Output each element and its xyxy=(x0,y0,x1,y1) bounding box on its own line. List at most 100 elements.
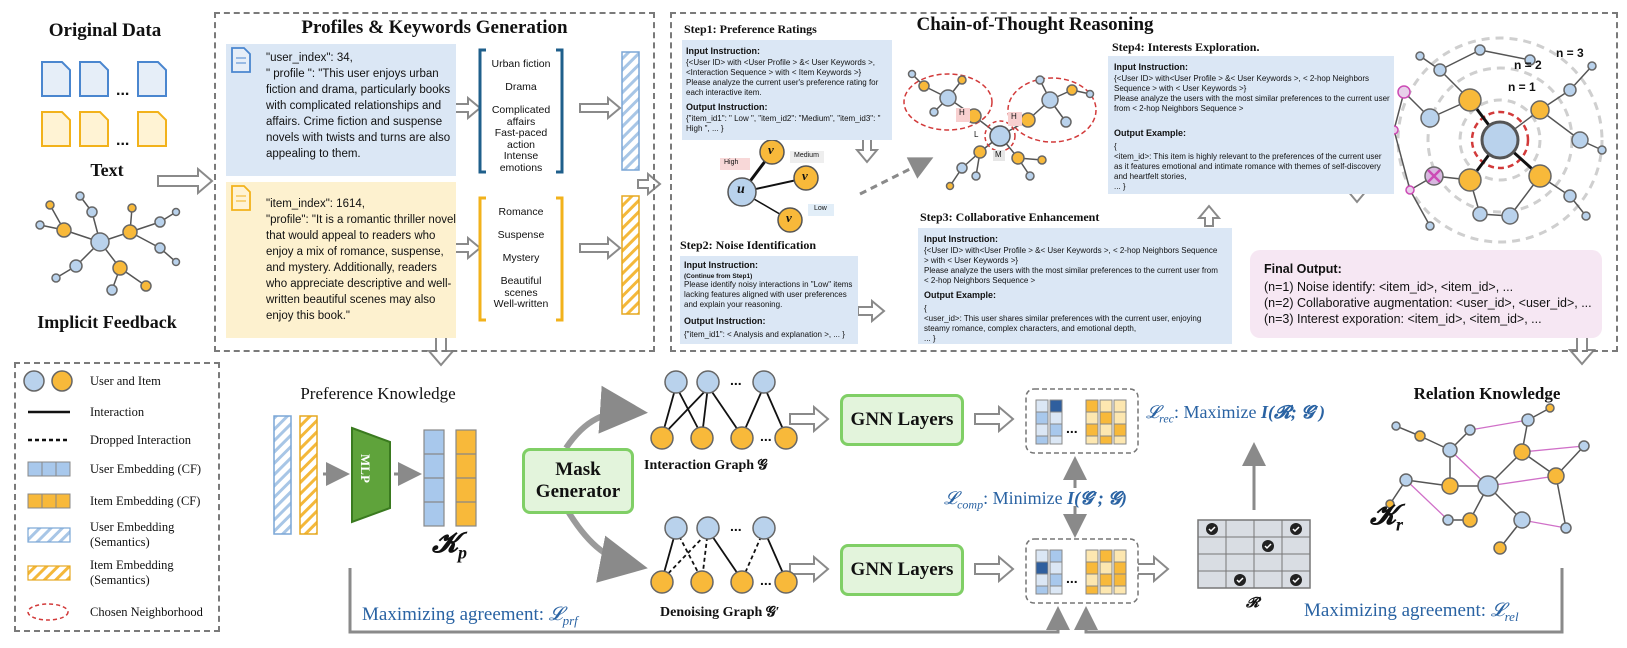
item-keyword: Well-written xyxy=(493,298,549,310)
step1-title: Step1: Preference Ratings xyxy=(684,22,817,36)
profiles-panel xyxy=(214,12,655,352)
final-output-line: (n=2) Collaborative augmentation: <user_… xyxy=(1264,296,1592,310)
step2-continue-note: (Continue from Step1) xyxy=(684,273,753,280)
lrec-text: 𝓛rec: Maximize I(𝓡; 𝓖′) xyxy=(1146,402,1325,427)
agreement-rel: Maximizing agreement: 𝓛rel xyxy=(1304,600,1519,625)
chosen-neighborhood-graph xyxy=(903,69,1097,191)
interaction-ellipsis-top: ... xyxy=(730,372,742,388)
ring-n3-label: n = 3 xyxy=(1556,46,1584,60)
item-semantic-embedding xyxy=(621,195,640,315)
step4-input-label: Input Instruction: xyxy=(1114,62,1188,72)
step2-box xyxy=(680,256,858,344)
legend-label: Interaction xyxy=(90,405,145,419)
lrec-symbol: 𝓛 xyxy=(1146,402,1160,422)
node-v1-label: v xyxy=(768,142,774,157)
gnn-bottom-ellipsis: ... xyxy=(1066,570,1078,586)
ring-n1-label: n = 1 xyxy=(1508,80,1536,94)
item-keyword: Beautiful scenes xyxy=(500,275,542,299)
denoising-graph-label: Denoising Graph 𝓖′ xyxy=(660,605,780,620)
item-keyword: Mystery xyxy=(502,252,540,264)
step4-box xyxy=(1108,56,1394,194)
item-keyword: Suspense xyxy=(497,229,545,241)
kp-subscript: p xyxy=(458,542,468,563)
final-output-box xyxy=(1250,250,1602,338)
mask-generator-label: Mask Generator xyxy=(535,459,621,502)
step4-input-text: {<User ID> with<User Profile > &< User K… xyxy=(1114,74,1390,113)
mlp-shape xyxy=(351,426,391,524)
step3-box xyxy=(918,228,1232,344)
implicit-feedback-nodes xyxy=(35,191,181,296)
step1-input-text: {<User ID> with <User Profile > &< User … xyxy=(686,58,879,97)
step2-output-text: {"item_id1": < Analysis and explanation … xyxy=(684,330,845,339)
document-icons xyxy=(41,61,167,147)
preference-knowledge-title: Preference Knowledge xyxy=(300,384,456,403)
profiles-title: Profiles & Keywords Generation xyxy=(301,17,568,38)
implicit-feedback-label: Implicit Feedback xyxy=(37,312,177,332)
user-keyword: Drama xyxy=(505,81,537,93)
relation-knowledge-graph xyxy=(1385,403,1590,555)
denoising-ellipsis-top: ... xyxy=(730,518,742,534)
user-semantic-embedding xyxy=(621,51,640,171)
step1-box xyxy=(682,40,892,140)
r-matrix-label: 𝓡 xyxy=(1246,596,1260,611)
item-semantic-embedding-2 xyxy=(299,415,318,535)
r-matrix xyxy=(1197,519,1311,589)
lcomp-expr: I(𝓖′; 𝓖) xyxy=(1067,488,1127,508)
item-doc-icon xyxy=(230,184,251,211)
denoising-graph xyxy=(650,516,798,594)
node-v2-label: v xyxy=(802,168,808,183)
step1-output-text: {"item_id1": " Low ", "item_id2": "Mediu… xyxy=(686,114,881,133)
kr-label: 𝓚r xyxy=(1370,500,1403,536)
agreement-prf-loss: 𝓛 xyxy=(548,604,563,625)
hollow-arrows xyxy=(157,95,1597,584)
user-keyword: Urban fiction xyxy=(491,58,551,70)
kr-subscript: r xyxy=(1396,514,1404,535)
step3-input-label: Input Instruction: xyxy=(924,234,998,244)
user-profile-text: "user_index": 34, " profile ": "This use… xyxy=(266,52,451,160)
agreement-prf: Maximizing agreement: 𝓛prf xyxy=(362,604,578,629)
user-keyword-list: Urban fiction Drama Complicated affairs … xyxy=(486,58,556,174)
user-keyword: Intense emotions xyxy=(499,150,543,174)
kp-label: 𝓚p xyxy=(432,528,467,564)
node-u-label: u xyxy=(737,182,745,197)
lrec-expr: I(𝓡; 𝓖′) xyxy=(1260,402,1325,422)
interaction-graph-label: Interaction Graph 𝓖 xyxy=(644,458,768,473)
lcomp-symbol: 𝓛 xyxy=(944,488,958,508)
step4-output-text: { <item_id>: This item is highly relevan… xyxy=(1114,142,1382,191)
mask-generator-box: Mask Generator xyxy=(522,448,634,514)
step3-output-text: { <user_id>: This user shares similar pr… xyxy=(924,304,1202,343)
low-tag: Low xyxy=(814,205,827,212)
high-tag: High xyxy=(724,159,739,166)
gnn-layers-top: GNN Layers xyxy=(840,394,964,446)
ring-n2-label: n = 2 xyxy=(1514,58,1542,72)
h-label-2: H xyxy=(1011,112,1017,121)
keyword-brackets xyxy=(478,48,564,322)
pref-embedding-stacks xyxy=(423,429,477,527)
legend-label: Chosen Neighborhood xyxy=(90,605,203,619)
h-label-1: H xyxy=(959,108,965,117)
step1-output-label: Output Instruction: xyxy=(686,102,768,112)
kp-symbol: 𝓚 xyxy=(432,528,459,559)
text-label: Text xyxy=(90,160,124,180)
step4-output-label: Output Example: xyxy=(1114,128,1187,138)
final-output-line: (n=3) Interest exporation: <item_id>, <i… xyxy=(1264,312,1542,326)
gnn-output-top xyxy=(1025,388,1139,454)
interaction-ellipsis-bottom: ... xyxy=(760,428,772,444)
step2-input-text: Please identify noisy interactions in "L… xyxy=(684,280,853,309)
step3-input-text: {<User ID> with<User Profile > &< User K… xyxy=(924,246,1218,285)
item-profile-box xyxy=(226,182,456,338)
step4-title: Step4: Interests Exploration. xyxy=(1112,40,1260,54)
step3-title: Step3: Collaborative Enhancement xyxy=(920,210,1100,224)
user-semantic-embedding-2 xyxy=(273,415,292,535)
cot-title: Chain-of-Thought Reasoning xyxy=(916,14,1154,35)
gnn-top-ellipsis: ... xyxy=(1066,420,1078,436)
gnn-output-bottom xyxy=(1025,538,1139,604)
step2-title: Step2: Noise Identification xyxy=(680,238,816,252)
lcomp-sub: comp xyxy=(957,497,984,512)
doc-ellipsis-1: ... xyxy=(116,82,130,99)
legend-label: Dropped Interaction xyxy=(90,433,192,447)
item-keyword: Romance xyxy=(498,206,544,218)
denoising-ellipsis-bottom: ... xyxy=(760,572,772,588)
mask-to-denoising-arrow xyxy=(563,506,648,583)
